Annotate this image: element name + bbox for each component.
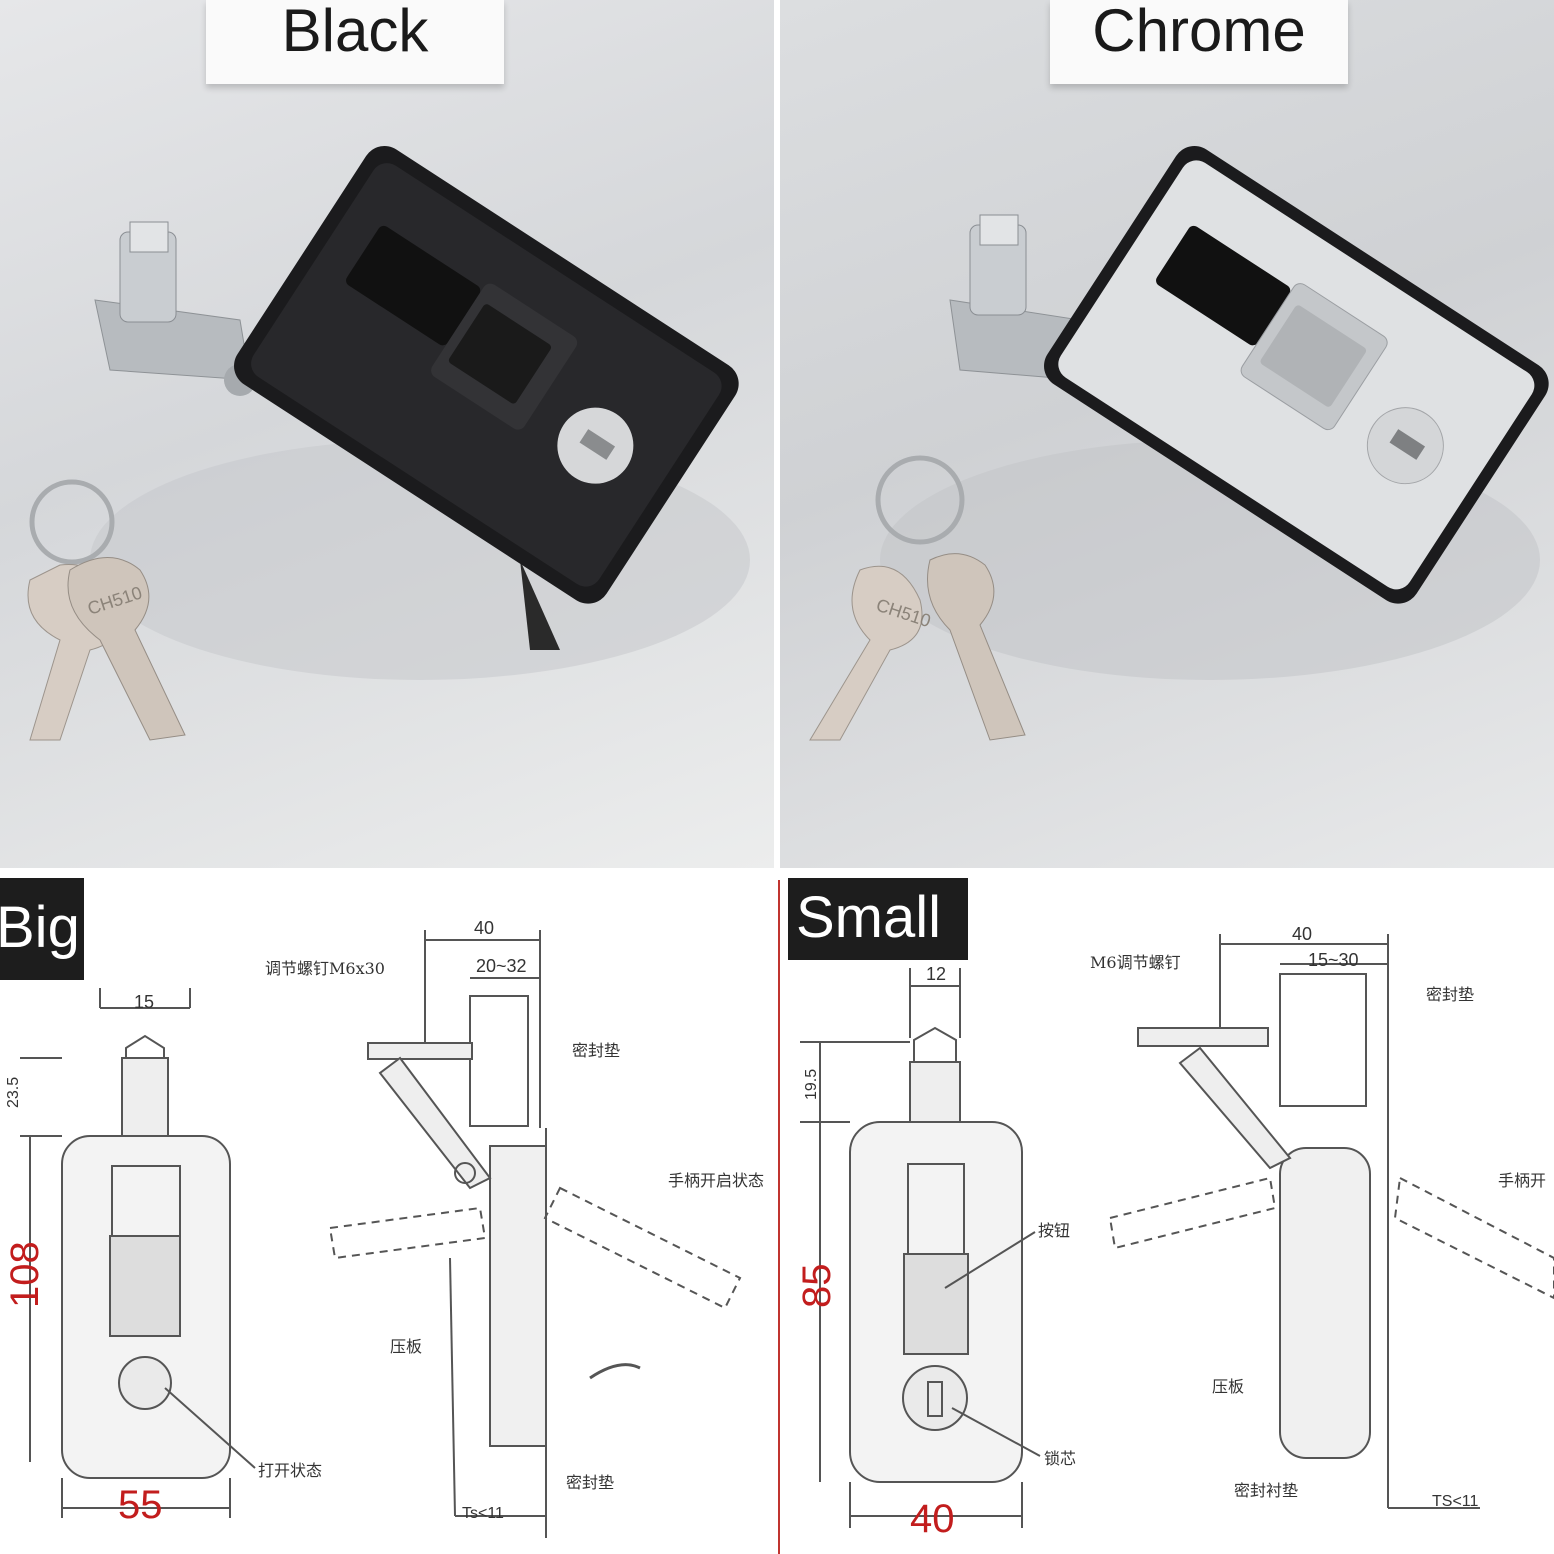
big-open-state: 打开状态 [258, 1461, 322, 1480]
big-dim-55: 55 [118, 1483, 163, 1527]
small-seal-top: 密封垫 [1426, 985, 1474, 1004]
big-ts: Ts<11 [462, 1505, 504, 1522]
small-dim-12: 12 [926, 964, 946, 984]
big-dim-15: 15 [134, 992, 154, 1012]
finish-label-chrome: Chrome [1050, 0, 1348, 84]
chrome-latch-illustration: CH510 [809, 146, 1549, 741]
big-plate: 压板 [390, 1337, 422, 1356]
photo-divider [774, 0, 780, 868]
big-seal-top: 密封垫 [572, 1041, 620, 1060]
small-button: 按钮 [1038, 1221, 1070, 1240]
small-dim-15-30: 15~30 [1308, 950, 1359, 970]
small-dim-19: 19.5 [803, 1069, 820, 1100]
photo-chrome-latch: CH510 Chrome [780, 0, 1554, 868]
small-screw-label: M6调节螺钉 [1090, 953, 1181, 972]
photo-black-latch: CH510 Black [0, 0, 774, 868]
small-seal-liner: 密封衬垫 [1234, 1481, 1298, 1500]
big-dim-108: 108 [3, 1241, 47, 1308]
size-tag-small: Small [788, 878, 968, 960]
drawing-big: 15 23.5 108 55 40 20~32 调节螺钉M6x30 密封垫 手柄… [0, 868, 774, 1554]
finish-label-black: Black [206, 0, 504, 84]
big-seal-bottom: 密封垫 [566, 1473, 614, 1492]
small-dim-85: 85 [795, 1264, 839, 1309]
small-handle-open: 手柄开 [1498, 1171, 1546, 1190]
big-screw-label: 调节螺钉M6x30 [265, 959, 385, 978]
drawing-small: 12 19.5 85 40 40 15~30 M6调节螺钉 密封垫 手柄开 按钮… [780, 868, 1554, 1554]
size-tag-big: Big [0, 878, 84, 980]
big-dim-20-32: 20~32 [476, 956, 527, 976]
drawing-divider [778, 880, 780, 1554]
small-ts: TS<11 [1432, 1493, 1479, 1510]
small-dim-40-top: 40 [1292, 924, 1312, 944]
small-core: 锁芯 [1044, 1449, 1076, 1468]
big-dim-40: 40 [474, 918, 494, 938]
big-latch-technical-drawing: 15 23.5 108 55 40 20~32 调节螺钉M6x30 密封垫 手柄… [3, 918, 764, 1538]
big-handle-open: 手柄开启状态 [668, 1171, 764, 1190]
big-dim-23: 23.5 [5, 1077, 22, 1108]
small-dim-40: 40 [910, 1497, 955, 1541]
small-plate: 压板 [1212, 1377, 1244, 1396]
small-latch-technical-drawing: 12 19.5 85 40 40 15~30 M6调节螺钉 密封垫 手柄开 按钮… [795, 924, 1554, 1541]
black-latch-illustration: CH510 [27, 146, 750, 741]
